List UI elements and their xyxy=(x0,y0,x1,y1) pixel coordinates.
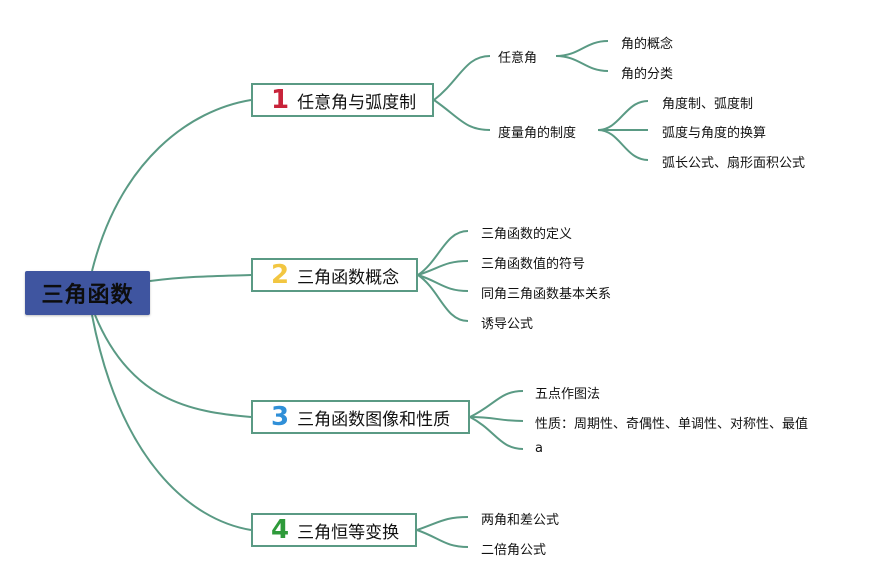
link-root-branch-1 xyxy=(91,99,252,272)
leaf-node[interactable]: 五点作图法 xyxy=(535,387,601,402)
branch-number-3: 3 xyxy=(271,402,290,432)
leaf-node[interactable]: 诱导公式 xyxy=(481,317,534,332)
branch-label-2: 三角函数概念 xyxy=(297,267,400,288)
link-b2-leaf2 xyxy=(417,260,469,276)
link-sub1-leaf2 xyxy=(555,55,609,72)
leaf-node[interactable]: 三角函数的定义 xyxy=(481,227,573,242)
link-root-branch-4 xyxy=(91,314,252,531)
branch-node-3[interactable]: 3 三角函数图像和性质 xyxy=(251,400,470,434)
link-sub1-leaf1 xyxy=(555,40,609,57)
branch-node-1[interactable]: 1 任意角与弧度制 xyxy=(251,83,434,117)
link-b2-leaf4 xyxy=(417,274,469,322)
link-b3-leaf2 xyxy=(469,416,524,422)
leaf-node[interactable]: 角度制、弧度制 xyxy=(662,97,754,112)
link-b4-leaf1 xyxy=(416,516,469,531)
branch-node-2[interactable]: 2 三角函数概念 xyxy=(251,258,418,292)
link-root-branch-3 xyxy=(94,314,252,418)
link-b4-leaf2 xyxy=(416,529,469,548)
sub-node-angle-measure[interactable]: 度量角的制度 xyxy=(498,126,577,141)
branch-number-1: 1 xyxy=(271,85,290,115)
leaf-node[interactable]: 弧长公式、扇形面积公式 xyxy=(662,156,806,171)
link-sub2-leaf3 xyxy=(597,129,649,161)
link-b3-leaf3 xyxy=(469,416,524,450)
branch-label-3: 三角函数图像和性质 xyxy=(297,409,451,430)
link-b1-sub1 xyxy=(433,55,491,101)
link-sub2-leaf1 xyxy=(597,100,649,131)
link-b1-sub2 xyxy=(433,99,491,131)
branch-label-4: 三角恒等变换 xyxy=(297,522,400,543)
root-node[interactable]: 三角函数 xyxy=(25,271,150,315)
leaf-node[interactable]: 同角三角函数基本关系 xyxy=(481,287,612,302)
leaf-node[interactable]: 两角和差公式 xyxy=(481,513,560,528)
branch-label-1: 任意角与弧度制 xyxy=(297,92,417,113)
link-b2-leaf3 xyxy=(417,274,469,292)
branch-number-4: 4 xyxy=(271,515,290,545)
leaf-node[interactable]: 弧度与角度的换算 xyxy=(662,126,767,141)
branch-number-2: 2 xyxy=(271,260,290,290)
root-label: 三角函数 xyxy=(41,283,134,308)
link-root-branch-2 xyxy=(149,274,252,282)
leaf-node[interactable]: 角的分类 xyxy=(621,67,674,82)
leaf-node[interactable]: 角的概念 xyxy=(621,37,674,52)
leaf-node[interactable]: 性质：周期性、奇偶性、单调性、对称性、最值 xyxy=(535,417,809,432)
leaf-node[interactable]: 二倍角公式 xyxy=(481,543,547,558)
leaf-node[interactable]: a xyxy=(535,441,543,456)
branch-node-4[interactable]: 4 三角恒等变换 xyxy=(251,513,417,547)
link-b3-leaf1 xyxy=(469,390,524,418)
leaf-node[interactable]: 三角函数值的符号 xyxy=(481,257,586,272)
sub-node-any-angle[interactable]: 任意角 xyxy=(498,51,538,66)
link-b2-leaf1 xyxy=(417,230,469,276)
